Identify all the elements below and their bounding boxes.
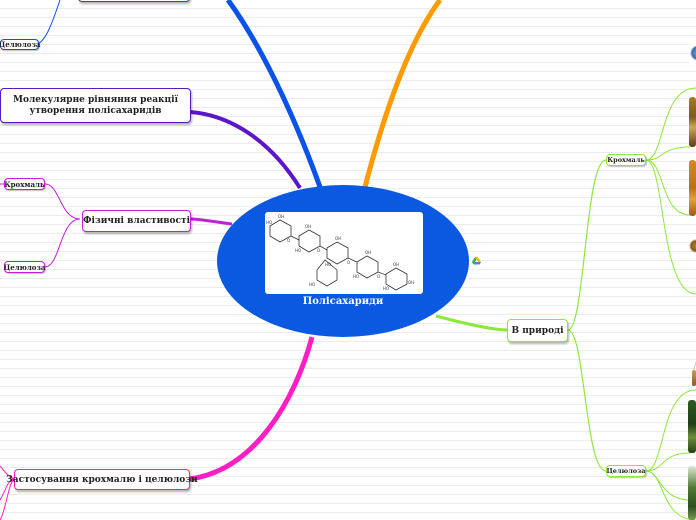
node-application[interactable]: Застосування крохмалю і целюлози bbox=[6, 469, 198, 490]
node-equations[interactable]: Молекулярне рівняння реакції утворення п… bbox=[0, 88, 191, 123]
node-celulose-top[interactable]: Целюлоза bbox=[0, 39, 41, 50]
plant-thumbnail-stem[interactable] bbox=[692, 370, 696, 386]
svg-text:HO: HO bbox=[309, 282, 315, 287]
svg-text:O: O bbox=[317, 248, 320, 253]
molecule-image: HO OH O OH HO O OH HO O OH HO O OH HO OH HO bbox=[265, 212, 423, 294]
central-topic-title: Полісахариди bbox=[302, 296, 384, 307]
node-celulose-left[interactable]: Целюлоза bbox=[3, 261, 46, 273]
svg-text:OH: OH bbox=[393, 262, 399, 267]
svg-text:HO: HO bbox=[295, 248, 301, 253]
plant-thumbnail-trees[interactable] bbox=[688, 466, 696, 520]
branch-nature bbox=[435, 314, 509, 332]
node-starch-right[interactable]: Крохмаль bbox=[606, 154, 646, 166]
svg-text:O: O bbox=[347, 260, 350, 265]
svg-text:OH: OH bbox=[278, 214, 284, 219]
node-celulose-right[interactable]: Целюлоза bbox=[606, 465, 646, 477]
molecule-structure-icon: HO OH O OH HO O OH HO O OH HO O OH HO OH HO bbox=[266, 214, 414, 291]
svg-text:HO: HO bbox=[353, 274, 359, 279]
plant-thumbnail-forest[interactable] bbox=[688, 400, 696, 453]
svg-text:HO: HO bbox=[383, 286, 389, 291]
node-nature[interactable]: В природі bbox=[507, 319, 568, 342]
plant-thumbnail-wheat[interactable] bbox=[689, 160, 696, 216]
svg-text:HO: HO bbox=[325, 262, 331, 267]
branch-equations bbox=[189, 110, 302, 190]
branch-orange-top bbox=[362, 0, 443, 188]
svg-text:OH: OH bbox=[305, 224, 311, 229]
branch-celulose-top bbox=[2, 0, 61, 45]
svg-text:O: O bbox=[377, 274, 380, 279]
svg-text:OH: OH bbox=[408, 280, 414, 285]
plant-thumbnail-grain[interactable] bbox=[689, 236, 696, 256]
node-top-cropped[interactable] bbox=[78, 0, 190, 2]
branch-application bbox=[189, 336, 315, 482]
node-physical[interactable]: Фізичні властивості bbox=[82, 210, 191, 232]
branch-physical bbox=[189, 217, 233, 226]
svg-text:OH: OH bbox=[365, 250, 371, 255]
svg-text:OH: OH bbox=[335, 236, 341, 241]
branch-blue-top bbox=[225, 0, 323, 188]
node-equations-label: Молекулярне рівняння реакції утворення п… bbox=[12, 94, 179, 116]
google-drive-icon[interactable] bbox=[472, 257, 481, 265]
plant-thumbnail-potato[interactable] bbox=[689, 97, 696, 147]
svg-text:O: O bbox=[287, 238, 290, 243]
svg-text:HO: HO bbox=[266, 220, 272, 225]
plant-thumbnail-globe[interactable] bbox=[690, 40, 696, 66]
node-starch-left[interactable]: Крохмаль bbox=[4, 178, 45, 190]
